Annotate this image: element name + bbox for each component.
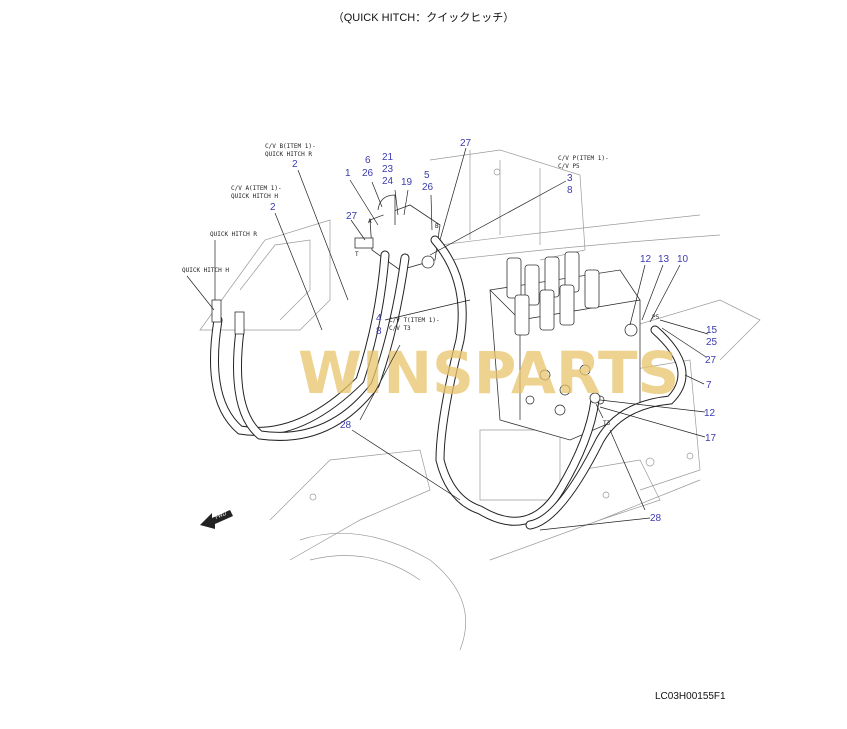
label-cvp: C/V P(ITEM 1)- (558, 155, 609, 162)
machine-frame (199, 149, 761, 651)
label-cvt3: C/V T3 (389, 325, 411, 332)
label-cvp5: C/V P5 (558, 163, 580, 170)
callout: 6 (365, 155, 371, 166)
label-port-t: T (355, 251, 359, 258)
callout: 13 (658, 254, 670, 265)
callout: 8 (567, 185, 573, 196)
callout: 26 (362, 168, 374, 179)
label-port-b: B (435, 223, 439, 230)
callout: 28 (340, 420, 352, 431)
callout: 5 (424, 170, 430, 181)
watermark: WINSPARTS (298, 339, 679, 407)
callout: 2 (292, 159, 298, 170)
callout: 17 (705, 433, 717, 444)
callout: 26 (422, 182, 434, 193)
callout: 1 (345, 168, 351, 179)
callout: 24 (382, 176, 394, 187)
callout: 12 (704, 408, 716, 419)
label-quick-hitch-h: QUICK HITCH H (182, 267, 229, 274)
leader-lines (186, 147, 709, 531)
callout: 8 (376, 326, 382, 337)
callout: 19 (401, 177, 413, 188)
callout: 15 (706, 325, 718, 336)
fwd-label: FWD (215, 511, 228, 521)
label-cvt: C/V T(ITEM 1)- (389, 317, 440, 324)
callout: 23 (382, 164, 394, 175)
callout: 7 (706, 380, 712, 391)
label-port-t3: T3 (603, 420, 611, 427)
callout: 12 (640, 254, 652, 265)
label-cvb: C/V B(ITEM 1)- (265, 143, 316, 150)
callout: 21 (382, 152, 394, 163)
drawing-code: LC03H00155F1 (655, 691, 726, 702)
callout: 4 (376, 313, 382, 324)
label-port-p5: P5 (652, 314, 660, 321)
control-valve (489, 251, 641, 441)
label-cvb-hitch: QUICK HITCH R (265, 151, 312, 158)
callout: 28 (650, 513, 662, 524)
label-cva: C/V A(ITEM 1)- (231, 185, 282, 192)
callout: 25 (706, 337, 718, 348)
callout: 27 (346, 211, 358, 222)
callout: 27 (705, 355, 717, 366)
hoses (210, 235, 687, 530)
diagram-title: （QUICK HITCH：クイックヒッチ） (332, 12, 515, 24)
callout: 2 (270, 202, 276, 213)
callout: 27 (460, 138, 472, 149)
part-labels: C/V B(ITEM 1)- QUICK HITCH R C/V A(ITEM … (182, 143, 660, 427)
label-port-a: A (368, 218, 372, 225)
label-cva-hitch: QUICK HITCH H (231, 193, 278, 200)
quick-hitch-valve (354, 194, 441, 271)
callout-numbers: 27 6 21 26 23 24 19 1 5 26 2 2 27 3 8 12… (270, 138, 718, 524)
callout: 3 (567, 173, 573, 184)
forward-arrow: FWD (200, 510, 233, 529)
callout: 10 (677, 254, 689, 265)
solenoid-group (506, 251, 600, 336)
label-quick-hitch-r: QUICK HITCH R (210, 231, 257, 238)
